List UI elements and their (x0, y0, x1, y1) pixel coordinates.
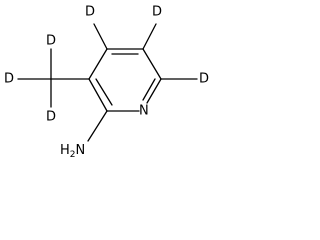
bond-c5-c6 (142, 48, 162, 80)
bond-c3-c4 (88, 48, 108, 80)
amine-subscript: 2 (70, 150, 76, 159)
deuterium-label-c4: D (85, 5, 95, 20)
bond-c2-nh2 (87, 110, 108, 142)
amine-nitrogen: N (76, 143, 86, 158)
deuterium-label-methyl-left: D (4, 72, 14, 87)
ring-nitrogen-label: N (139, 104, 149, 119)
deuterium-label-methyl-top: D (46, 34, 56, 49)
deuterium-label-c6: D (199, 72, 209, 87)
amine-label: H2N (60, 143, 85, 159)
deuterium-label-methyl-bottom: D (46, 110, 56, 125)
bond-c2-c3 (88, 78, 108, 112)
bond-c6-n1 (146, 78, 162, 104)
bond-c2-c3-inner (95, 78, 113, 106)
bond-c6-n1-inner (142, 78, 156, 101)
chemical-structure: D D D D D D N H2N (4, 5, 209, 159)
amine-hydrogen: H (60, 143, 70, 158)
bond-c5-d (142, 23, 157, 50)
deuterium-label-c5: D (152, 5, 162, 20)
bond-c4-d (93, 23, 108, 50)
